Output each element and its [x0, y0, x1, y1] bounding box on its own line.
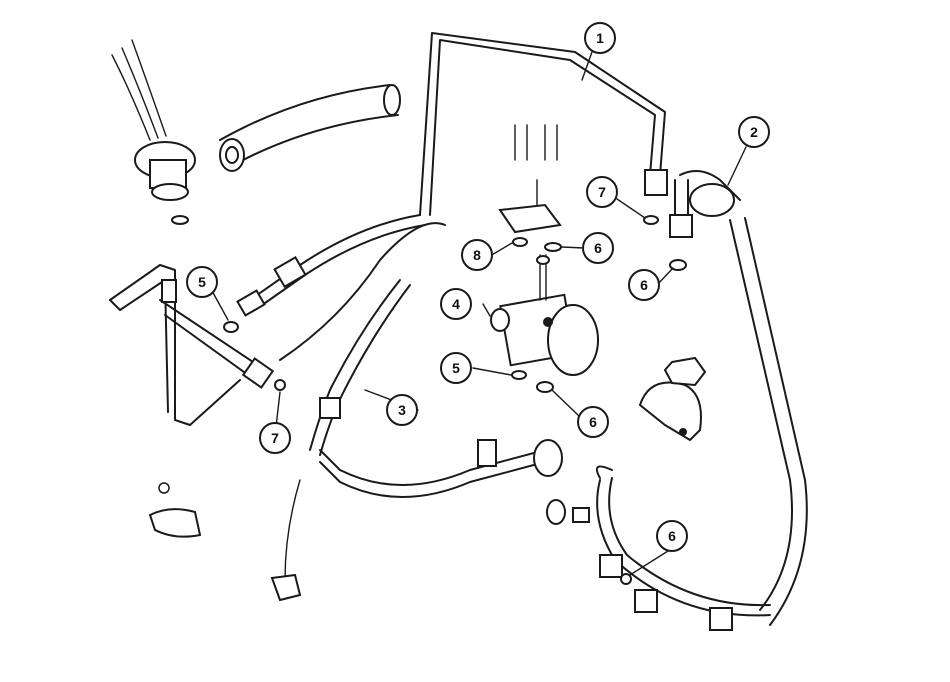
left-hose-assembly [236, 214, 446, 361]
bolt-and-clip [148, 479, 302, 602]
callout-6-bottom: 6 [656, 520, 688, 552]
callout-5-left: 5 [186, 266, 218, 298]
receiver-drier-2 [669, 170, 808, 626]
o-ring-6-bottom [620, 573, 632, 585]
o-ring-6-center [536, 381, 554, 393]
o-ring-8 [512, 237, 528, 247]
callout-1: 1 [584, 22, 616, 54]
pipe-3 [309, 279, 563, 498]
receiver-drier-4 [490, 293, 599, 376]
callout-8: 8 [461, 239, 493, 271]
callout-4-label: 4 [452, 296, 460, 312]
callout-6-top-label: 6 [594, 240, 602, 256]
callout-5-center: 5 [440, 352, 472, 384]
callout-5-left-label: 5 [198, 274, 206, 290]
callout-8-label: 8 [473, 247, 481, 263]
callout-6-top: 6 [582, 232, 614, 264]
callout-2: 2 [738, 116, 770, 148]
callout-6-center-label: 6 [589, 414, 597, 430]
o-ring-6-right [669, 259, 687, 271]
o-ring-5-left [223, 321, 239, 333]
callout-6-center: 6 [577, 406, 609, 438]
callout-7-right: 7 [586, 176, 618, 208]
leader-lines [210, 51, 747, 576]
callout-5-center-label: 5 [452, 360, 460, 376]
o-ring-6-top [544, 242, 562, 252]
callout-4: 4 [440, 288, 472, 320]
callout-7-right-label: 7 [598, 184, 606, 200]
callout-6-bottom-label: 6 [668, 528, 676, 544]
o-ring-7-right [643, 215, 659, 225]
callout-6-right-label: 6 [640, 277, 648, 293]
o-ring-7-left [274, 379, 286, 391]
left-bent-pipe [109, 264, 275, 426]
callout-1-label: 1 [596, 30, 604, 46]
callout-3-label: 3 [398, 402, 406, 418]
o-ring-5-center [511, 370, 527, 380]
lower-right-hose [546, 465, 771, 631]
callout-6-right: 6 [628, 269, 660, 301]
bolt-and-plate [498, 124, 562, 301]
callout-7-left-label: 7 [271, 430, 279, 446]
o-rings [223, 215, 687, 585]
pipe-1 [419, 32, 668, 216]
rubber-hose [219, 84, 401, 172]
pressure-switch [111, 39, 196, 225]
callout-2-label: 2 [750, 124, 758, 140]
bracket-and-nut [638, 356, 707, 442]
callout-3: 3 [386, 394, 418, 426]
callout-7-left: 7 [259, 422, 291, 454]
